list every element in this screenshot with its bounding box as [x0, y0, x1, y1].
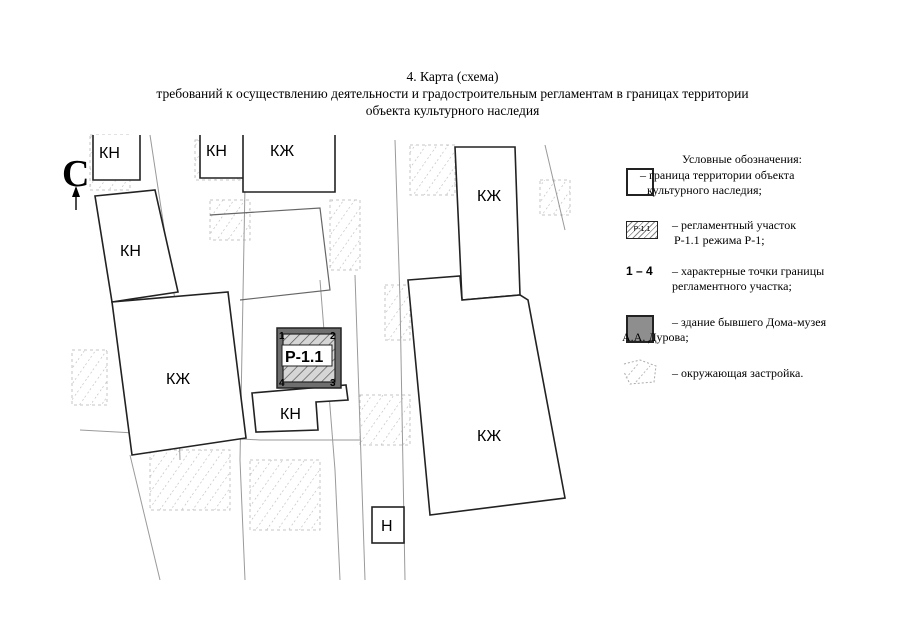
- zone-label-kzh-right: КЖ: [477, 428, 501, 445]
- legend-text: А.А. Дурова;: [622, 330, 689, 344]
- legend-heading: Условные обозначения:: [682, 152, 803, 166]
- legend-text: – граница территории объекта: [640, 168, 795, 182]
- building-kzh-right-top: [454, 146, 521, 301]
- boundary-point-3: 3: [330, 378, 336, 389]
- legend-text: регламентного участка;: [672, 279, 792, 293]
- building-kzh-right: [407, 275, 566, 516]
- white-square-icon: [626, 168, 654, 196]
- legend-text: – здание бывшего Дома-музея: [672, 315, 827, 329]
- legend-text: культурного наследия;: [647, 183, 762, 197]
- legend-text: Р-1.1 режима Р-1;: [674, 233, 765, 247]
- regulated-parcel-p1-1: [276, 327, 342, 389]
- building-kn-center: [251, 384, 349, 433]
- north-letter: С: [62, 153, 89, 195]
- zone-label-n: Н: [381, 518, 393, 535]
- surrounding-hatch-icon: [623, 359, 657, 385]
- legend-text: – характерные точки границы: [672, 264, 825, 278]
- points-range-label: 1 – 4: [626, 264, 653, 278]
- building-kn-left: [94, 189, 179, 303]
- legend-text: – регламентный участок: [672, 218, 797, 232]
- building-n-bottom: [371, 506, 405, 544]
- zone-label-kn-center: КН: [280, 406, 301, 423]
- zone-label-kn-top-left: КН: [99, 145, 120, 162]
- title-line-3: объекта культурного наследия: [365, 103, 540, 118]
- building-kzh-left: [111, 291, 247, 456]
- legend-text: – окружающая застройка.: [672, 366, 804, 380]
- boundary-point-1: 1: [279, 331, 285, 342]
- title-line-1: 4. Карта (схема): [406, 69, 499, 84]
- zone-label-kzh-left: КЖ: [166, 371, 190, 388]
- north-arrow: [72, 186, 80, 210]
- zone-label-kn-top-mid: КН: [206, 143, 227, 160]
- map-title: 4. Карта (схема) требований к осуществле…: [0, 68, 905, 119]
- grey-square-icon: [626, 315, 654, 343]
- zone-label-kzh-top: КЖ: [270, 143, 294, 160]
- building-kn-top-left: [92, 135, 141, 181]
- central-block-outline: [209, 207, 331, 301]
- building-kzh-top: [242, 135, 336, 193]
- parcel-label: Р-1.1: [285, 349, 323, 366]
- zone-label-kn-left: КН: [120, 243, 141, 260]
- boundary-point-2: 2: [330, 331, 336, 342]
- boundary-point-4: 4: [279, 378, 285, 389]
- title-line-2: требований к осуществлению деятельности …: [156, 86, 749, 101]
- zone-label-kzh-right-top: КЖ: [477, 188, 501, 205]
- hatched-parcel-icon: Р-1.1: [626, 221, 658, 239]
